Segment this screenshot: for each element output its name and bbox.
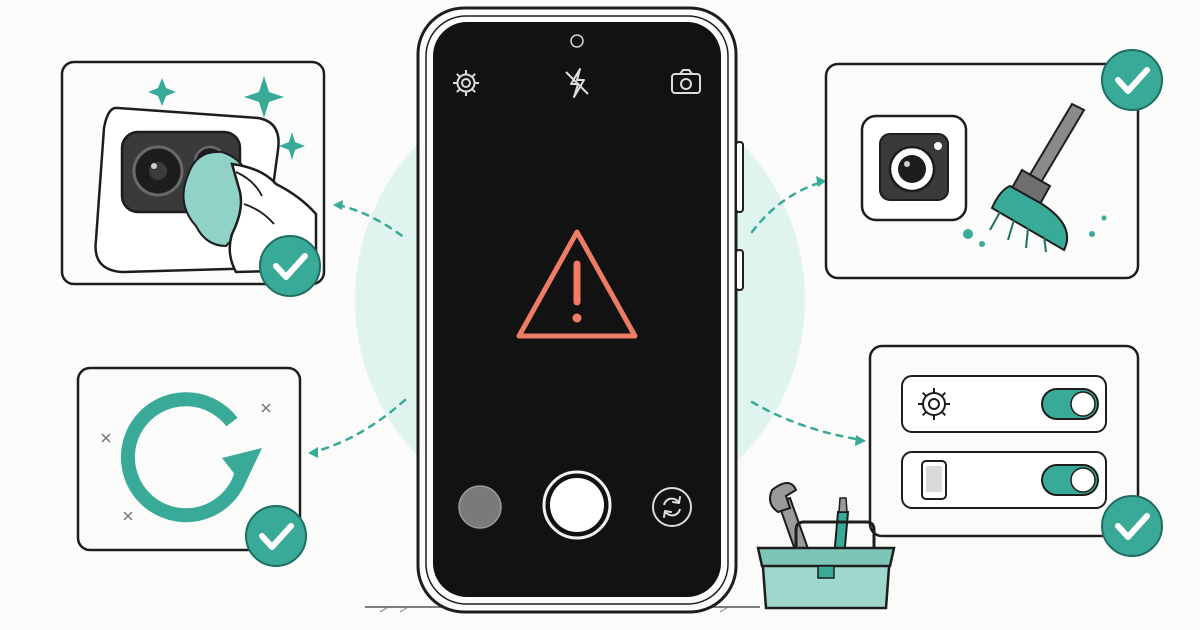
- sparkle-icon: [101, 403, 271, 521]
- connector-bottom-left: [311, 398, 407, 454]
- phone-icon: [921, 460, 947, 500]
- toolbox-icon: [756, 482, 896, 610]
- panel-frame: [76, 366, 302, 552]
- sparkle-icon: [148, 76, 305, 160]
- phone-side-button: [735, 249, 744, 291]
- phone: [416, 6, 744, 614]
- connector-top-left: [336, 203, 407, 240]
- arrowhead: [333, 200, 343, 210]
- check-badge-icon: [259, 235, 321, 297]
- dust-particles: [963, 215, 1107, 247]
- panel-toggle-settings: [868, 344, 1163, 557]
- shutter-button[interactable]: [550, 478, 604, 532]
- connector-arrowheads: [308, 176, 866, 458]
- panel-clean-lens: [60, 60, 326, 297]
- check-badge-icon: [1101, 49, 1163, 111]
- arrowhead: [816, 176, 826, 187]
- connectors: [311, 180, 864, 454]
- toolbox-lid: [756, 546, 896, 568]
- panel-restart-device: [76, 366, 307, 567]
- connector-bottom-right: [750, 400, 864, 442]
- restart-arrow-icon: [120, 392, 262, 523]
- arrowhead: [308, 447, 318, 458]
- toolbox-latch: [817, 565, 835, 579]
- check-badge-icon: [1101, 495, 1163, 557]
- arrowhead: [855, 435, 866, 446]
- toolbox-handle: [794, 520, 876, 550]
- front-camera: [570, 34, 584, 48]
- toggle-switch-on[interactable]: [1041, 388, 1099, 420]
- flash-off-icon[interactable]: [565, 68, 589, 98]
- switch-camera-icon[interactable]: [652, 487, 692, 527]
- connector-top-right: [750, 180, 824, 234]
- phone-side-button: [735, 141, 744, 213]
- panel-clear-camera-cache: [824, 49, 1163, 280]
- shutter-button-ring: [542, 470, 612, 540]
- warning-triangle-icon: [516, 229, 638, 339]
- check-badge-icon: [245, 505, 307, 567]
- ground-hatch: [379, 605, 731, 613]
- phone-bezel: [425, 15, 729, 605]
- camera-settings-icon[interactable]: [671, 69, 701, 94]
- camera-app-icon: [860, 114, 968, 222]
- phone-screen: [433, 22, 721, 597]
- toggle-switch-on[interactable]: [1041, 464, 1099, 496]
- gear-icon[interactable]: [453, 70, 479, 96]
- gallery-thumbnail[interactable]: [458, 485, 502, 529]
- broom-icon: [989, 102, 1086, 253]
- gear-icon: [918, 388, 950, 420]
